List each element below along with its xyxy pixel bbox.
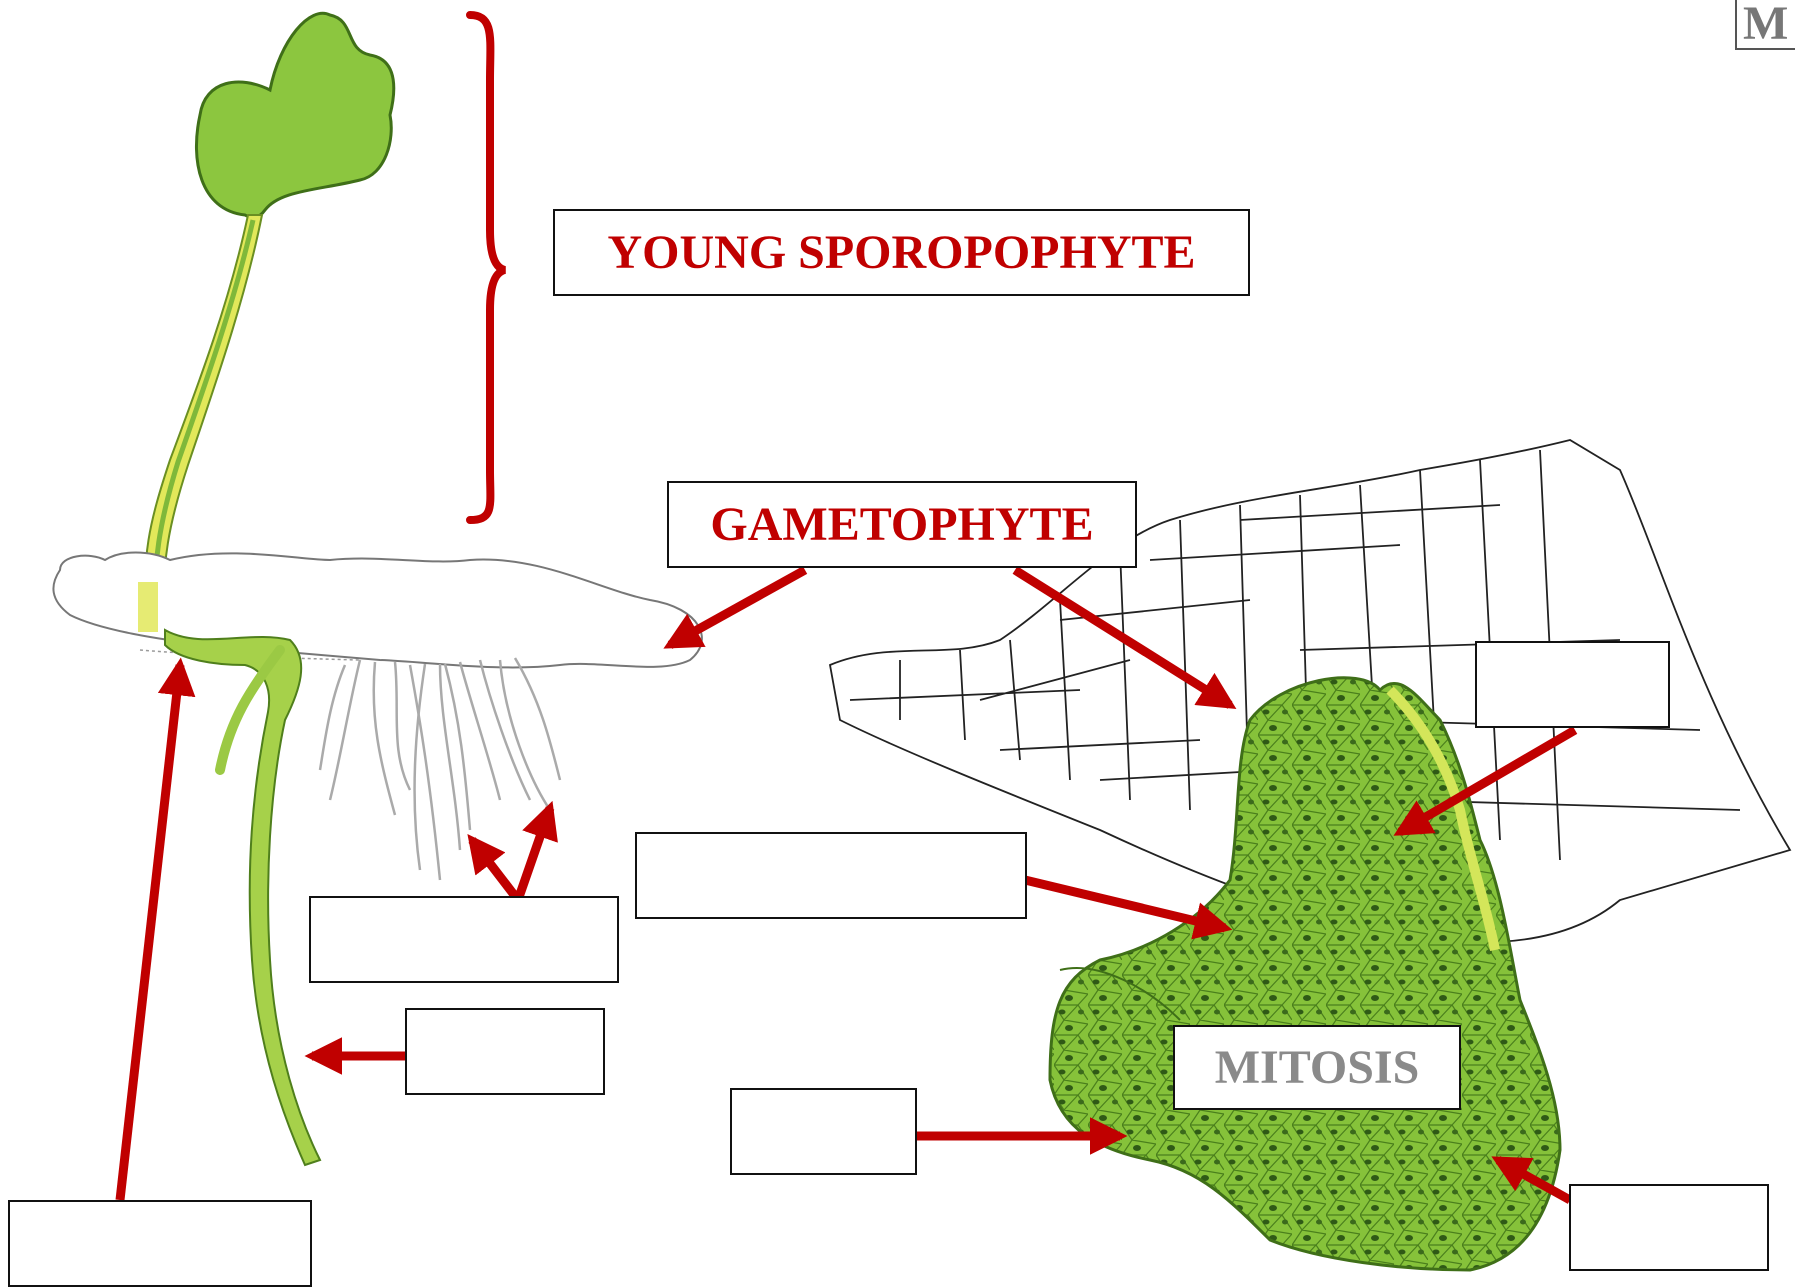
blank-box-root[interactable] [405,1008,605,1095]
blank-box-bottom-left[interactable] [8,1200,312,1287]
young-sporophyte-label: YOUNG SPOROPOPHYTE [553,209,1250,296]
arrow-rhizoid-1 [472,840,518,900]
corner-letter: M [1735,0,1795,50]
blank-box-upper-right[interactable] [1475,641,1670,728]
arrow-gametophyte-left [670,570,805,645]
blank-box-meristem[interactable] [730,1088,917,1175]
sporophyte-leaf [196,13,393,217]
blank-box-lower-right[interactable] [1569,1184,1769,1271]
arrow-bottom-left-box [120,665,180,1200]
blank-box-tissue[interactable] [635,832,1027,919]
sporophyte-bracket [470,15,505,520]
arrow-rhizoid-2 [518,808,550,900]
arrow-tissue-box [1025,880,1225,928]
mitosis-label: MITOSIS [1173,1025,1461,1110]
gametophyte-label: GAMETOPHYTE [667,481,1137,568]
rhizoids [320,658,560,880]
blank-box-rhizoids[interactable] [309,896,619,983]
